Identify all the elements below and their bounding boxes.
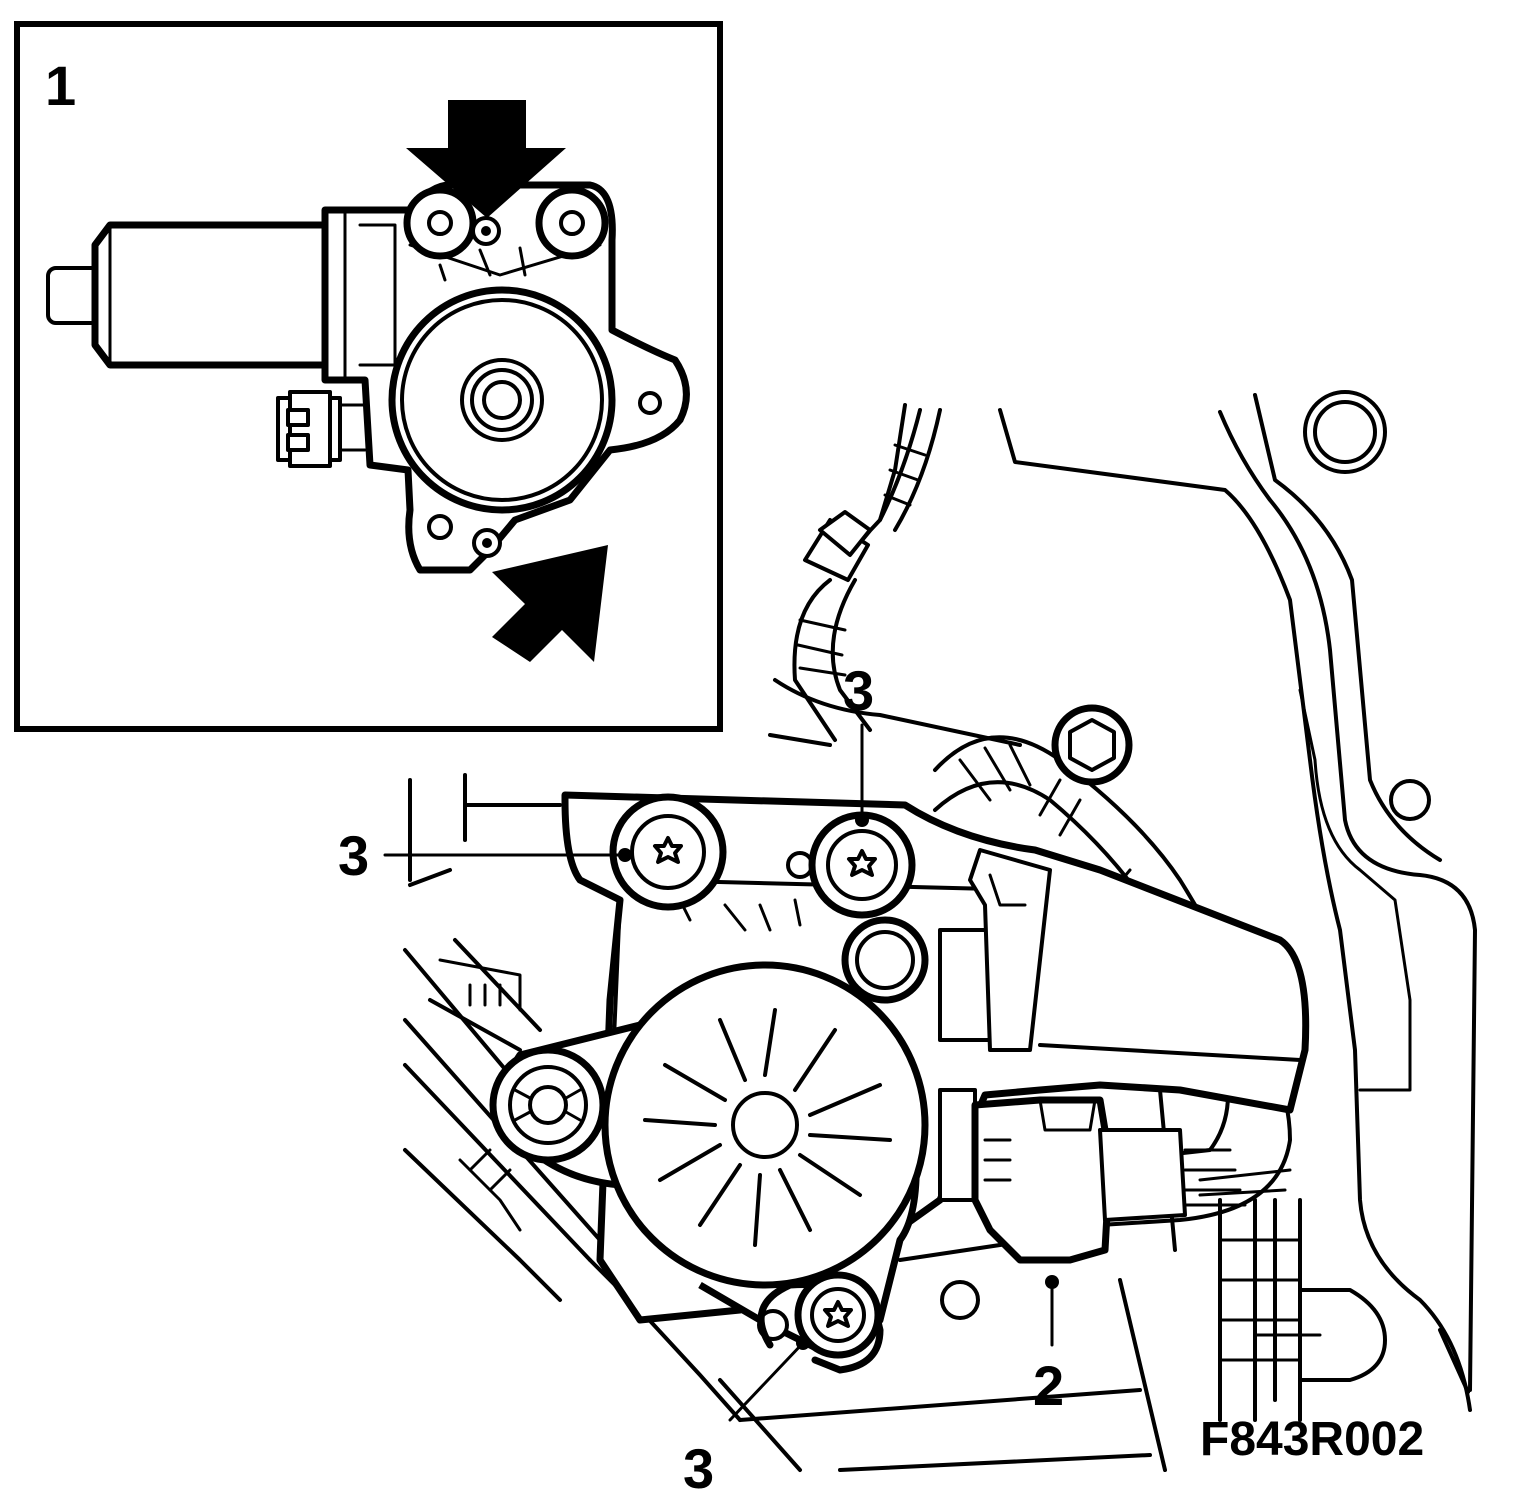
torx-screw-icon bbox=[653, 836, 683, 864]
screw-top-left bbox=[609, 793, 727, 911]
housing-hole bbox=[841, 916, 929, 1004]
arrow-down-icon bbox=[406, 100, 566, 218]
gear-wheel bbox=[601, 961, 929, 1354]
callout-3-bottom: 3 bbox=[683, 1437, 714, 1500]
callout-leaders bbox=[383, 723, 1059, 1422]
upper-wire-harness bbox=[792, 408, 942, 742]
inset-label: 1 bbox=[45, 54, 76, 117]
callout-3-left: 3 bbox=[338, 824, 369, 887]
inset-motor bbox=[46, 181, 690, 574]
screw-bottom bbox=[757, 1271, 884, 1374]
callout-3-top: 3 bbox=[843, 659, 874, 722]
torx-screw-icon bbox=[847, 849, 877, 877]
arrow-diagonal-icon bbox=[492, 545, 608, 662]
screw-top-center bbox=[786, 811, 916, 919]
torx-screw-icon bbox=[823, 1300, 853, 1328]
hex-bolt-icon bbox=[1051, 704, 1133, 786]
callout-2: 2 bbox=[1033, 1354, 1064, 1417]
electrical-connector bbox=[938, 848, 1247, 1264]
figure-code: F843R002 bbox=[1200, 1413, 1424, 1466]
